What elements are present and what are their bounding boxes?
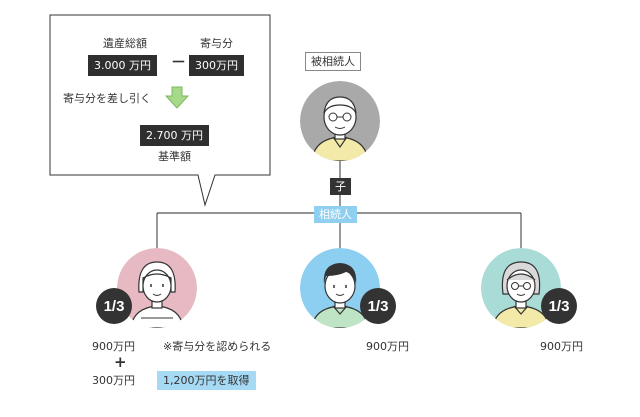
total-value: 3.000 万円	[88, 55, 157, 76]
heir2-amount: 900万円	[366, 340, 409, 353]
heirs-label: 相続人	[314, 206, 357, 223]
base-label: 基準額	[158, 150, 191, 163]
plus-sign: +	[114, 353, 127, 371]
heir3-share-badge: 1/3	[541, 288, 577, 324]
calc-callout-box	[49, 14, 271, 207]
contribution-label: 寄与分	[200, 37, 233, 50]
heir3-amount: 900万円	[540, 340, 583, 353]
heir1-amount: 900万円	[92, 340, 135, 353]
deduct-note: 寄与分を差し引く	[63, 92, 151, 105]
base-value: 2.700 万円	[140, 125, 209, 146]
decedent-avatar	[300, 81, 380, 161]
heir1-note: ※寄与分を認められる	[163, 340, 272, 353]
heir1-avatar	[117, 248, 197, 328]
heir3-avatar	[481, 248, 561, 328]
decedent-label: 被相続人	[305, 52, 361, 71]
heir1-result: 1,200万円を取得	[157, 371, 256, 390]
contribution-value: 300万円	[189, 55, 244, 76]
child-label: 子	[330, 178, 351, 195]
down-arrow-icon	[165, 86, 189, 109]
heir1-extra-amount: 300万円	[92, 374, 135, 387]
total-label: 遺産総額	[103, 37, 147, 50]
minus-sign: －	[171, 53, 187, 71]
heir1-share-badge: 1/3	[96, 288, 132, 324]
heir2-share-badge: 1/3	[360, 288, 396, 324]
